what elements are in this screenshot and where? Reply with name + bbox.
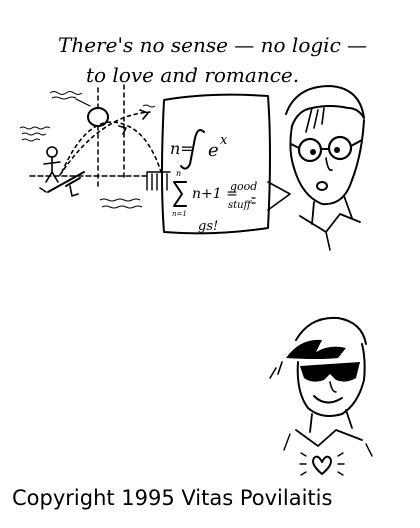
word-gs: gs! (198, 219, 218, 234)
integral-sign (180, 129, 205, 170)
word-good: good (230, 180, 257, 193)
caption-line-2: to love and romance. (86, 63, 299, 87)
cool-character (269, 316, 373, 476)
physics-sketch (19, 84, 171, 209)
sum-upper-limit: n (176, 169, 181, 178)
equation-board: n= e x n n=1 n+1 = good stuff gs! (161, 93, 291, 235)
heart-icon (312, 455, 332, 475)
caption-line-1: There's no sense — no logic — (58, 33, 367, 57)
nerd-character (285, 85, 365, 251)
sum-expression: n+1 = (192, 186, 238, 202)
scribble-label-arrow (142, 104, 156, 108)
sparkle-lines (299, 452, 345, 476)
scribble-label-top (49, 91, 83, 95)
equation-exponent: x (220, 133, 228, 148)
equation-n-equals: n= (170, 139, 194, 158)
hair-fill (286, 339, 346, 359)
sum-lower-limit: n=1 (172, 210, 187, 218)
copyright-text: Copyright 1995 Vitas Povilaitis (12, 486, 333, 510)
glasses-left-lens (297, 137, 323, 163)
scribble-label-bottom (99, 198, 141, 202)
scribble-label-left (19, 126, 51, 130)
word-stuff: stuff (228, 200, 253, 211)
ball-circle (87, 107, 109, 127)
equation-e: e (208, 140, 219, 161)
sigma-sign (173, 181, 187, 207)
glasses-right-lens (327, 135, 353, 161)
